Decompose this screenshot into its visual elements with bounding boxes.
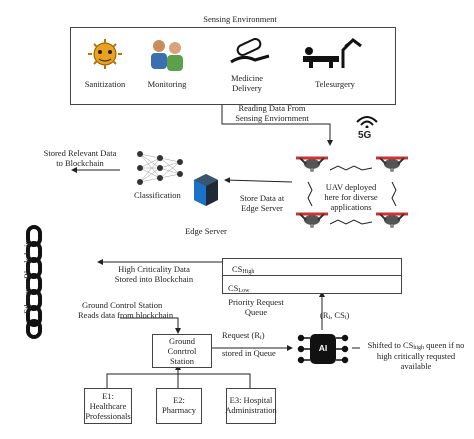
gcs-box-line2: Conrtrol — [167, 346, 197, 356]
entity-e1-box: E1: Healthcare Professionals — [84, 388, 132, 424]
arrow-entities-to-gcs — [106, 365, 251, 388]
entity-e1-line1: E1: — [102, 391, 114, 401]
medicine-label: Medicine — [230, 73, 264, 83]
gcs-reads-line1: Ground Control Station — [82, 300, 163, 310]
classification-label: Classification — [134, 190, 181, 200]
shift-line3: available — [400, 361, 432, 371]
entity-e3-box: E3: Hospital Administration — [225, 388, 277, 424]
gcs-reads-line2: Reads data from blockchain — [78, 310, 174, 320]
telesurgery-label: Telesurgery — [315, 79, 355, 89]
drone-icon — [296, 212, 328, 228]
reading-data-line2: Sensing Enviornment — [235, 113, 309, 123]
sanitization-label: Sanitization — [84, 79, 126, 89]
sensing-title: Sensing Environment — [203, 14, 277, 24]
monitoring-label: Monitoring — [147, 79, 187, 89]
uav-link-bottom — [329, 219, 373, 225]
store-edge-line1: Store Data at — [239, 193, 285, 203]
stored-in-queue-label: stored in Queue — [222, 348, 276, 358]
delivery-label: Delivery — [232, 83, 262, 93]
people-icon — [151, 40, 183, 71]
request-label: Request (Ri) — [222, 330, 265, 341]
sensing-box: Sanitization Monitoring Medicine Deliver… — [70, 27, 396, 105]
entity-e2-line1: E2: — [173, 395, 185, 405]
uav-link-top — [329, 165, 373, 171]
cs-high-label: CSHigh — [232, 264, 255, 275]
arrow-blockchain-to-gcs — [120, 317, 181, 334]
server-icon — [194, 174, 218, 206]
entity-e2-box: E2: Pharmacy — [156, 388, 202, 424]
store-edge-line2: Edge Server — [241, 203, 283, 213]
ai-brain-icon — [297, 334, 349, 364]
priority-queue-line2: Queue — [244, 307, 268, 317]
ground-control-station-box: Ground Conrtrol Station — [152, 334, 212, 368]
shift-line2: high critically requsted — [376, 351, 456, 361]
pill-delivery-icon — [230, 38, 270, 64]
ai-label: AI — [318, 343, 328, 353]
high-criticality-line2: Stored into Blockchain — [114, 274, 194, 284]
uav-link-right — [391, 181, 397, 207]
gcs-box-line3: Station — [169, 356, 195, 366]
uav-line3: applications — [330, 202, 372, 212]
neural-network-icon — [137, 151, 183, 185]
drone-icon — [376, 212, 408, 228]
uav-line2: here for diverse — [324, 192, 378, 202]
priority-queue-line1: Priority Request — [228, 297, 284, 307]
virus-icon — [88, 39, 122, 69]
cs-low-label: CSLow — [228, 283, 250, 294]
ethereum-blockchain-label: Ethereum Blockchain — [22, 240, 32, 314]
gcs-box-line1: Ground — [169, 336, 195, 346]
entity-e1-line3: Professionals — [85, 411, 131, 421]
reading-data-line1: Reading Data From — [238, 103, 306, 113]
request-tuple-label: (Ri, CSi) — [320, 310, 350, 321]
arrow-uav-to-edge — [224, 177, 293, 184]
drone-icon — [296, 156, 328, 172]
queue-divider — [223, 275, 401, 276]
entity-e1-line2: Healthcare — [89, 401, 127, 411]
stored-relevant-line1: Stored Relevant Data — [43, 148, 117, 158]
entity-e2-line2: Pharmacy — [162, 405, 196, 415]
stored-relevant-line2: to Blockchain — [56, 158, 104, 168]
shift-line1: Shifted to CShigh queen if no — [367, 340, 465, 351]
entity-e3-line1: E3: Hospital — [229, 395, 273, 405]
priority-queue-box — [222, 258, 402, 294]
entity-e3-line2: Administration — [225, 405, 277, 415]
high-criticality-line1: High Criticality Data — [118, 264, 190, 274]
wifi-signal-icon — [356, 116, 378, 128]
drone-icon — [376, 156, 408, 172]
uav-line1: UAV deployed — [325, 182, 377, 192]
arrow-sensing-to-uav — [221, 103, 333, 146]
uav-link-left — [307, 181, 313, 207]
robot-surgery-icon — [303, 38, 362, 68]
blockchain-chain-icon — [26, 225, 42, 339]
edge-server-label: Edge Server — [185, 226, 227, 236]
5g-label: 5G — [358, 130, 372, 141]
